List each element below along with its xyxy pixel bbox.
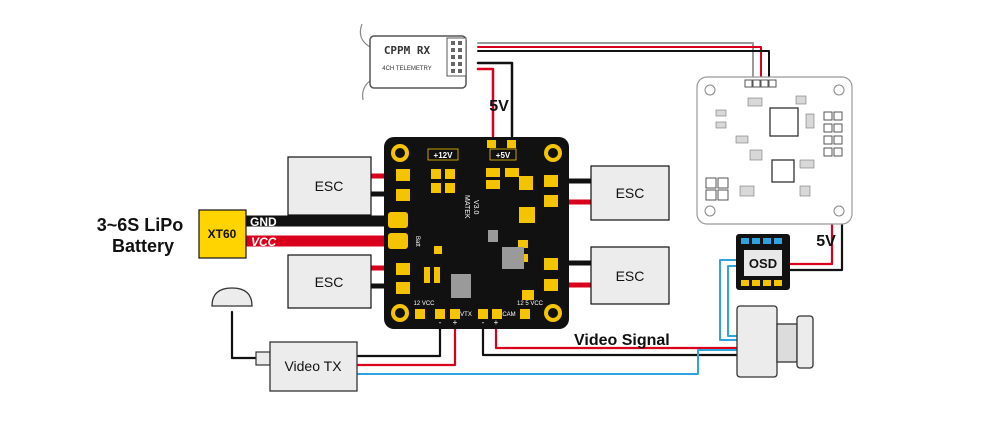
pdb-cam-label: CAM	[502, 312, 515, 318]
osd-chip	[744, 250, 782, 276]
cam-to-osd-video-wire	[719, 259, 742, 341]
pdb-vtx-minus: -	[439, 318, 442, 327]
fc-hole-bl	[704, 205, 716, 217]
pdb-side-pads	[388, 169, 558, 294]
esc-rear-left	[287, 254, 372, 309]
video-transmitter: Video TX	[211, 287, 358, 392]
battery-label-line2: Battery	[112, 236, 174, 256]
pdb-bottom-pads	[415, 309, 530, 319]
vtx-power-wire	[355, 318, 457, 367]
pdb-bec-chip	[502, 247, 524, 269]
osd-label: OSD	[749, 256, 777, 271]
video-signal-label: Video Signal	[574, 332, 670, 349]
camera-lens	[796, 315, 814, 369]
pdb-batt-label: Batt	[414, 236, 420, 247]
vcc-label: VCC	[251, 235, 277, 249]
esc-rear-right-label: ESC	[616, 268, 645, 284]
fpv-camera	[736, 305, 814, 378]
pdb-vtx-pad-label: 12 VCC	[413, 301, 435, 307]
vtx-connector	[255, 351, 271, 366]
rx-power-red-wire	[476, 67, 495, 138]
pdb-cam-pad-label: 12 5 VCC	[517, 301, 544, 307]
receiver-title: CPPM RX	[384, 44, 431, 57]
pdb-components	[424, 168, 535, 300]
rx-signal-wire-3	[477, 50, 770, 81]
rx-signal-wire-1	[477, 42, 754, 81]
pdb-12v-label: +12V	[434, 151, 454, 160]
pdb-cam-plus: +	[494, 318, 499, 327]
cppm-receiver: CPPM RX 4CH TELEMETRY	[359, 23, 467, 101]
osd-pads-bottom	[741, 280, 782, 286]
pdb-5v-pad-b	[507, 140, 516, 148]
receiver-subtitle: 4CH TELEMETRY	[382, 66, 431, 72]
esc-front-left	[287, 156, 372, 216]
antenna-cable	[230, 310, 270, 360]
xt60-connector	[198, 209, 247, 259]
vtx-body	[269, 341, 358, 392]
receiver-pin-header	[446, 37, 467, 77]
pdb-name-label: MATEK	[463, 195, 470, 219]
esc-front-right-label: ESC	[616, 185, 645, 201]
cam-power-wire	[494, 318, 742, 350]
fc-mcu-chip	[769, 107, 799, 137]
osd-pads-top	[741, 238, 782, 244]
pdb-5v-label: +5V	[496, 151, 511, 160]
osd-module: OSD	[736, 234, 790, 290]
camera-lens-mount	[776, 323, 798, 363]
pdb-vtx-label: VTX	[460, 312, 472, 318]
esc-front-right	[590, 165, 670, 221]
receiver-pins	[451, 41, 462, 73]
pdb-5v-rail-box	[489, 148, 517, 161]
video-out-wire	[356, 349, 739, 375]
vtx-label: Video TX	[284, 358, 342, 374]
osd-video-wire-2	[727, 265, 742, 337]
rx-5v-label: 5V	[489, 98, 509, 115]
gnd-label: GND	[250, 215, 277, 229]
fc-smd-parts	[715, 95, 815, 197]
fc-hole-tr	[833, 84, 845, 96]
xt60-label: XT60	[208, 227, 237, 241]
power-distribution-board: +12V +5V Batt MATEK V3.0	[384, 137, 569, 329]
esc-rear-left-label: ESC	[315, 274, 344, 290]
pdb-vtx-plus: +	[453, 318, 458, 327]
vtx-ground-wire	[355, 318, 442, 358]
antenna-dome-icon	[211, 287, 253, 307]
battery-label: 3~6S LiPo	[97, 215, 184, 235]
pdb-version-label: V3.0	[472, 200, 479, 215]
rx-ground-black-wire	[476, 61, 514, 138]
esc-rear-right	[590, 246, 670, 305]
flight-controller	[696, 76, 853, 225]
camera-board	[736, 305, 778, 378]
fc-hole-br	[833, 205, 845, 217]
pdb-12v-rail-box	[427, 148, 459, 161]
osd-5v-label: 5V	[816, 233, 836, 250]
rx-signal-wire-2	[477, 46, 762, 81]
pdb-regulator-chip	[451, 274, 471, 298]
pdb-cam-minus: -	[482, 318, 485, 327]
fc-pin-headers	[705, 79, 843, 201]
esc-front-left-label: ESC	[315, 178, 344, 194]
cam-ground-wire	[481, 318, 742, 357]
fc-gyro-chip	[771, 159, 795, 183]
pdb-5v-pad-a	[487, 140, 496, 148]
pdb-chip-2	[488, 230, 498, 242]
fc-hole-tl	[704, 84, 716, 96]
